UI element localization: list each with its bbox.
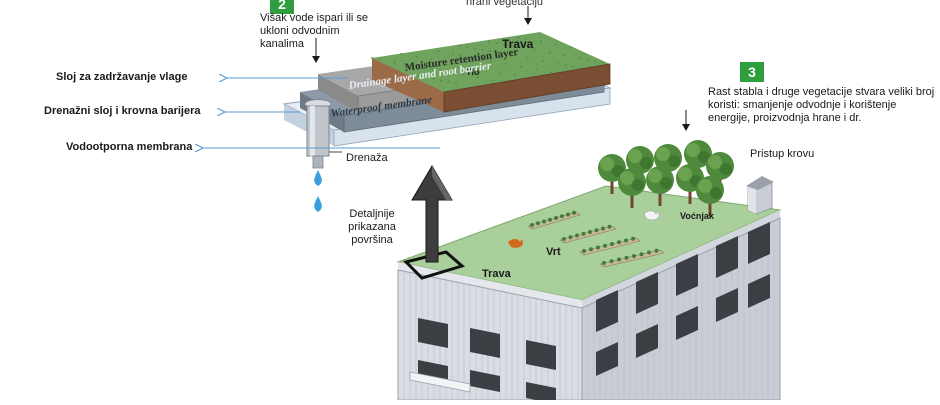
soil-grass-block — [371, 32, 611, 113]
left-label-pointers — [202, 78, 440, 148]
layer-soil-label: Tlo — [466, 67, 480, 77]
drain-label: Drenaža — [346, 152, 388, 164]
water-drops — [314, 170, 322, 212]
drain-pipe — [304, 99, 342, 169]
roof-animals — [508, 210, 660, 248]
building — [396, 185, 782, 404]
orchard-trees — [598, 140, 734, 216]
roof-access-hut — [746, 176, 774, 215]
roof-access-label: Pristup krovu — [750, 148, 815, 160]
detail-label: Detaljnije prikazana površina — [348, 208, 396, 246]
left-label-drainage: Drenažni sloj i krovna barijera — [44, 105, 201, 117]
detail-up-arrow — [411, 165, 453, 263]
left-label-moisture: Sloj za zadržavanje vlage — [56, 71, 188, 83]
note-2: Višak vode ispari ili se ukloni odvodnim… — [260, 12, 369, 50]
step-3-badge: 3 — [740, 62, 764, 82]
top-note: hrani vegetaciju — [466, 0, 544, 8]
step-2-badge: 2 — [270, 0, 294, 14]
garden-label: Vrt — [546, 246, 561, 258]
left-label-membrane: Vodootporna membrana — [66, 141, 193, 153]
note-3: Rast stabla i druge vegetacije stvara ve… — [708, 86, 935, 124]
roof-grass-label: Trava — [482, 268, 511, 280]
orchard-label: Voćnjak — [680, 211, 714, 221]
garden-beds — [527, 210, 665, 268]
layer-grass-label: Trava — [502, 37, 534, 51]
